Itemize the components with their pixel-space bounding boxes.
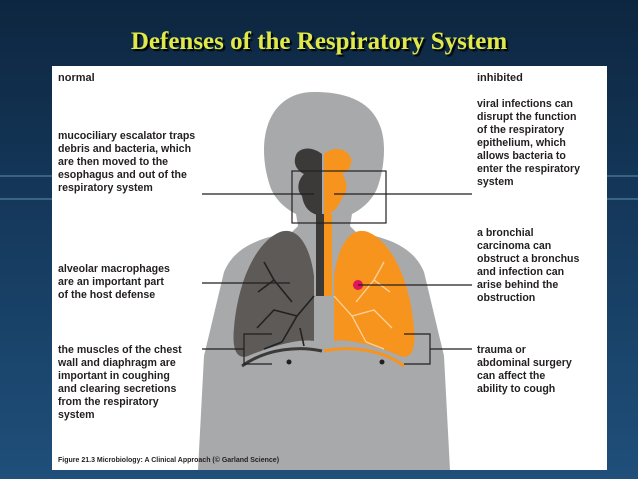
label-carcinoma: a bronchial carcinoma can obstruct a bro… [477, 227, 579, 305]
label-macrophages: alveolar macrophages are an important pa… [58, 263, 170, 302]
label-line: respiratory system [58, 182, 153, 194]
label-line: obstruction [477, 292, 536, 304]
diaphragm-normal [241, 347, 323, 368]
respiratory-diagram [198, 92, 472, 470]
label-line: wall and diaphragm are [58, 357, 176, 369]
label-line: disrupt the function [477, 111, 577, 123]
trachea-normal [316, 214, 324, 296]
label-line: from the respiratory [58, 396, 159, 408]
throat-highlight-box [291, 170, 387, 224]
label-mucociliary: mucociliary escalator traps debris and b… [58, 130, 195, 195]
label-line: allows bacteria to [477, 150, 566, 162]
label-line: are then moved to the [58, 156, 169, 168]
label-line: obstruct a bronchus [477, 253, 580, 265]
diaphragm-inhibited [323, 347, 405, 368]
lung-inhibited [334, 230, 415, 357]
label-line: are an important part [58, 276, 164, 288]
label-viral: viral infections can disrupt the functio… [477, 98, 580, 189]
label-line: abdominal surgery [477, 357, 572, 369]
label-line: trauma or [477, 344, 526, 356]
label-line: enter the respiratory [477, 163, 581, 175]
figure-caption: Figure 21.3 Microbiology: A Clinical App… [58, 457, 280, 464]
label-line: system [477, 176, 514, 188]
label-line: esophagus and out of the [58, 169, 187, 181]
lung-normal [233, 230, 314, 357]
point-diaphragm-normal [286, 359, 292, 365]
nasal-passage-normal [294, 148, 322, 216]
label-line: ability to cough [477, 383, 556, 395]
label-line: carcinoma can [477, 240, 552, 252]
header-inhibited: inhibited [477, 72, 523, 84]
label-line: the muscles of the chest [58, 344, 182, 356]
nasal-passage-inhibited [324, 148, 352, 216]
label-line: epithelium, which [477, 137, 566, 149]
bronchial-tree-inhibited [333, 261, 393, 350]
label-line: of the host defense [58, 289, 156, 301]
label-trauma: trauma or abdominal surgery can affect t… [477, 344, 572, 396]
label-line: a bronchial [477, 227, 534, 239]
slide-title: Defenses of the Respiratory System [130, 28, 508, 55]
label-line: important in coughing [58, 370, 170, 382]
label-line: debris and bacteria, which [58, 143, 192, 155]
label-line: mucociliary escalator traps [58, 130, 196, 142]
label-line: and clearing secretions [58, 383, 177, 395]
label-line: of the respiratory [477, 124, 565, 136]
bronchial-tree-normal [256, 261, 315, 350]
label-line: system [58, 409, 95, 421]
label-muscles: the muscles of the chest wall and diaphr… [58, 344, 182, 422]
label-line: can affect the [477, 370, 546, 382]
point-diaphragm-inhibited [379, 359, 385, 365]
label-line: viral infections can [477, 98, 573, 110]
label-line: alveolar macrophages [58, 263, 170, 275]
label-line: arise behind the [477, 279, 559, 291]
trachea-inhibited [324, 214, 332, 296]
label-line: and infection can [477, 266, 565, 278]
header-normal: normal [58, 72, 95, 84]
figure-panel: normal inhibited mucociliary escalator t… [52, 66, 607, 470]
